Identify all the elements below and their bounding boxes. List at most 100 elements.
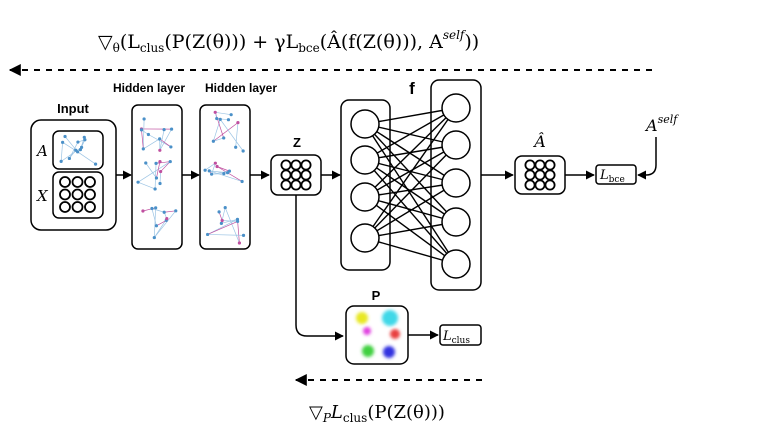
l-bce-box bbox=[595, 164, 637, 185]
feature-cell bbox=[84, 176, 96, 188]
a-hat-cell bbox=[544, 159, 556, 171]
graph-node bbox=[78, 148, 83, 152]
graph-node bbox=[236, 121, 240, 125]
formula-nabla: ▽ bbox=[98, 31, 113, 53]
f-neuron bbox=[441, 207, 471, 237]
graph-node bbox=[211, 139, 215, 143]
graph-edge bbox=[216, 166, 230, 172]
graph-node bbox=[144, 161, 148, 165]
arrow-z-to-p bbox=[295, 195, 344, 341]
graph-edge bbox=[142, 207, 156, 212]
hidden-layer-1-graph bbox=[136, 117, 178, 240]
hidden-layer-2-box bbox=[199, 104, 251, 250]
graph-node bbox=[241, 233, 246, 237]
f-edge bbox=[364, 107, 457, 125]
graph-node bbox=[165, 217, 169, 221]
z-cell bbox=[300, 179, 312, 191]
graph-edge bbox=[221, 218, 238, 224]
hidden-layer-2-graph bbox=[203, 110, 246, 245]
z-cell bbox=[300, 169, 312, 181]
graph-edge bbox=[137, 181, 156, 190]
graph-node bbox=[237, 241, 241, 245]
input-label: Input bbox=[57, 101, 89, 116]
graph-node bbox=[236, 219, 240, 224]
graph-node bbox=[83, 138, 87, 142]
graph-node bbox=[158, 159, 162, 164]
graph-edge bbox=[159, 138, 172, 148]
z-cell bbox=[280, 159, 292, 171]
adjacency-label: A bbox=[35, 142, 48, 160]
graph-node bbox=[162, 128, 166, 132]
cluster-blob-blue bbox=[383, 346, 395, 358]
svg-text:▽PLclus(P(Z(θ))): ▽PLclus(P(Z(θ))) bbox=[309, 402, 445, 425]
graph-node bbox=[150, 206, 154, 211]
graph-node bbox=[154, 224, 159, 228]
graph-node bbox=[141, 209, 145, 213]
a-hat-label: Â bbox=[532, 131, 546, 151]
graph-node bbox=[154, 206, 158, 210]
graph-node bbox=[152, 235, 156, 240]
graph-edge bbox=[159, 128, 172, 151]
graph-node bbox=[154, 176, 159, 180]
f-edge bbox=[364, 237, 457, 265]
graph-edge bbox=[77, 151, 96, 165]
graph-edge bbox=[160, 161, 171, 172]
l-clus-text: Lclus bbox=[442, 329, 470, 346]
graph-edge bbox=[69, 141, 79, 159]
graph-node bbox=[218, 117, 222, 121]
graph-node bbox=[74, 148, 78, 152]
graph-edge bbox=[154, 218, 168, 238]
features-label: X bbox=[36, 187, 49, 205]
z-cell bbox=[290, 159, 302, 171]
a-hat-cell bbox=[544, 169, 556, 181]
svg-text:▽θ(Lclus(P(Z(θ))) + γLbce(Â(f(: ▽θ(Lclus(P(Z(θ))) + γLbce(Â(f(Z(θ))), As… bbox=[98, 28, 479, 55]
graph-edge bbox=[145, 162, 157, 179]
graph-node bbox=[205, 232, 210, 237]
graph-edge bbox=[222, 220, 238, 222]
graph-node bbox=[210, 172, 214, 176]
l-bce-text: Lbce bbox=[599, 168, 625, 185]
z-label: Z bbox=[293, 135, 301, 150]
f-neuron bbox=[441, 130, 471, 160]
graph-node bbox=[217, 210, 221, 214]
a-hat-cell bbox=[524, 169, 536, 181]
f-edge bbox=[364, 107, 457, 239]
hidden-layer-1-label: Hidden layer bbox=[113, 81, 185, 95]
graph-edge bbox=[237, 219, 240, 244]
graph-node bbox=[229, 113, 233, 117]
graph-node bbox=[241, 149, 245, 153]
cluster-blob-magenta bbox=[363, 327, 371, 335]
graph-node bbox=[234, 145, 238, 149]
graph-node bbox=[136, 180, 140, 184]
graph-node bbox=[213, 161, 217, 165]
graph-edge bbox=[156, 220, 167, 227]
graph-edge bbox=[154, 163, 157, 189]
graph-edge bbox=[151, 208, 165, 213]
graph-node bbox=[93, 162, 98, 166]
graph-edge bbox=[155, 161, 171, 164]
graph-edge bbox=[154, 210, 177, 238]
graph-node bbox=[240, 179, 244, 184]
graph-node bbox=[141, 147, 145, 151]
graph-edge bbox=[153, 207, 157, 238]
graph-edge bbox=[224, 207, 240, 244]
feature-cell bbox=[71, 201, 84, 213]
graph-edge bbox=[143, 138, 160, 150]
f-edge bbox=[364, 123, 457, 184]
f-neuron bbox=[441, 93, 471, 123]
f-neuron bbox=[350, 109, 380, 139]
graph-edge bbox=[213, 137, 224, 142]
cluster-blob-red bbox=[390, 329, 400, 339]
graph-edge bbox=[142, 118, 145, 149]
f-edge bbox=[364, 182, 457, 239]
graph-node bbox=[158, 148, 162, 152]
feature-cell bbox=[59, 188, 71, 201]
cluster-blob-green bbox=[362, 345, 374, 357]
graph-node bbox=[220, 218, 224, 223]
graph-edge bbox=[213, 122, 239, 142]
graph-node bbox=[226, 118, 231, 122]
graph-edge bbox=[215, 111, 232, 116]
f-edge bbox=[364, 182, 457, 198]
graph-node bbox=[219, 221, 223, 225]
graph-node bbox=[162, 210, 166, 214]
